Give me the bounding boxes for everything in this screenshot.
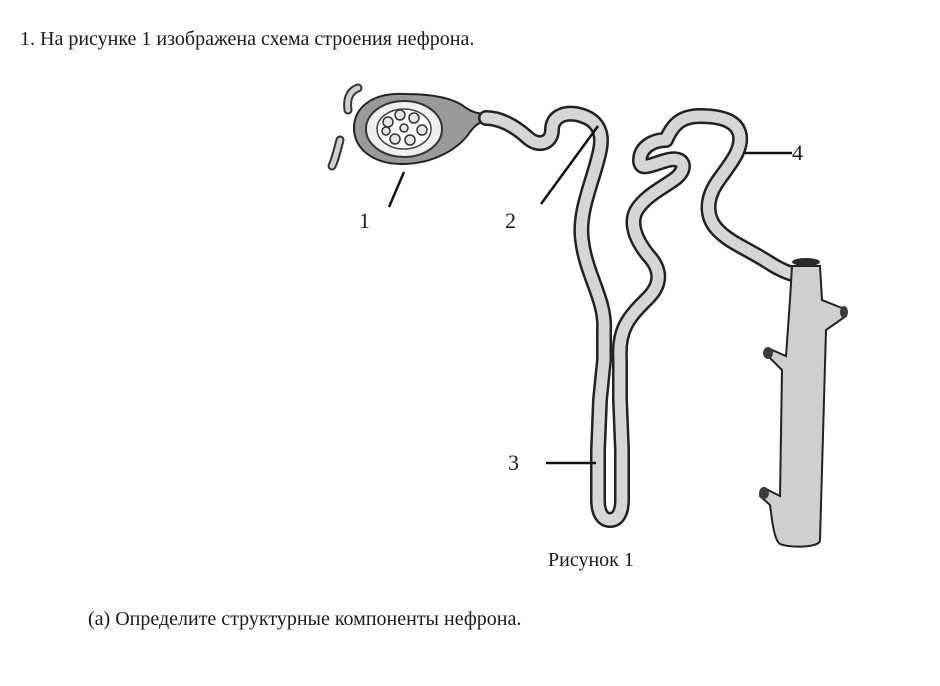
question-title: 1. На рисунке 1 изображена схема строени… bbox=[20, 28, 475, 50]
collecting-duct bbox=[758, 258, 848, 548]
label-leaders bbox=[387, 125, 792, 465]
nephron-tubule bbox=[478, 105, 808, 528]
sub-question: (а) Определите структурные компоненты не… bbox=[88, 608, 522, 630]
label-1: 1 bbox=[359, 208, 370, 233]
figure-caption: Рисунок 1 bbox=[548, 549, 634, 571]
label-4: 4 bbox=[792, 140, 803, 165]
renal-corpuscle bbox=[327, 83, 487, 171]
label-2: 2 bbox=[505, 208, 516, 233]
label-3: 3 bbox=[508, 450, 519, 475]
